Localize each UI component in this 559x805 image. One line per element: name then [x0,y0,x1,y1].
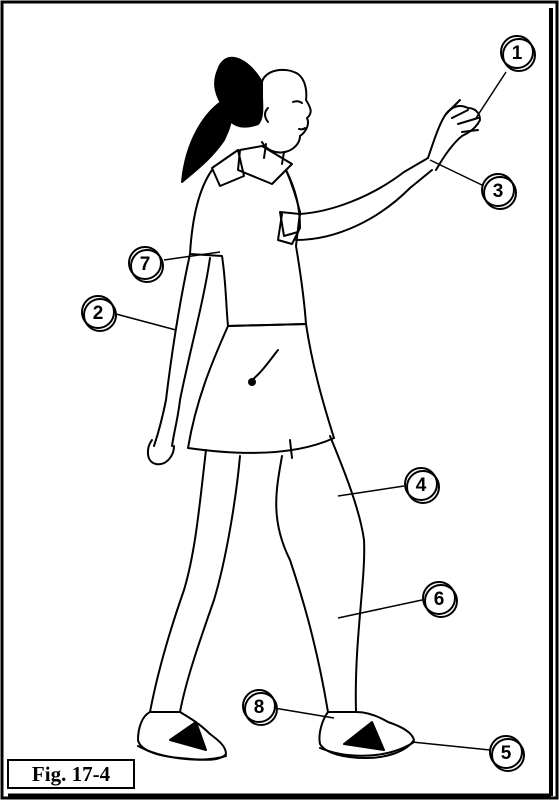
head-outline [262,70,311,153]
front-shoe-stripe [344,722,384,750]
skirt-pleat [290,440,292,458]
callout-8: 8 [243,690,277,725]
skirt [188,324,334,453]
callout-6: 6 [423,582,457,617]
leader-line-6 [338,600,422,618]
back-arm-inner [172,258,210,446]
back-leg-back [150,450,206,712]
fingers [446,100,478,132]
callout-5-label: 5 [501,743,512,764]
callout-4: 4 [405,468,439,503]
callout-3: 3 [482,174,516,209]
skirt-fold [252,350,278,380]
pocket-flap [280,212,300,236]
callout-4-label: 4 [416,475,427,496]
raised-arm-top [300,158,428,214]
leader-lines [116,72,506,750]
callout-7-label: 7 [140,254,151,275]
leader-line-2 [116,314,176,330]
ear [265,108,268,122]
front-leg-back [276,456,328,712]
callout-1-label: 1 [512,43,523,64]
callout-2: 2 [82,296,116,331]
callout-6-label: 6 [434,589,445,610]
callout-7: 7 [129,247,163,282]
callout-1: 1 [501,36,535,71]
back-hand [148,440,174,464]
raised-arm-bottom [296,170,432,240]
leader-line-1 [476,72,506,118]
callout-5: 5 [490,736,524,771]
leader-line-4 [338,486,404,496]
leader-line-3 [430,160,484,186]
ponytail [182,100,231,182]
callout-3-label: 3 [493,181,504,202]
walking-woman-drawing [138,58,480,760]
eye [293,101,302,103]
figure-caption: Fig. 17-4 [7,759,135,789]
raised-hand [428,106,480,170]
shirt [190,170,306,326]
skirt-button [249,379,255,385]
callout-markers: 1 2 3 4 5 6 7 [82,36,535,771]
callout-2-label: 2 [93,303,104,324]
back-arm [154,254,190,446]
mouth [299,128,305,129]
front-leg-front [330,436,364,712]
leader-line-5 [412,742,490,750]
back-leg-front [180,456,240,712]
callout-8-label: 8 [254,697,265,718]
leader-line-8 [274,708,334,718]
